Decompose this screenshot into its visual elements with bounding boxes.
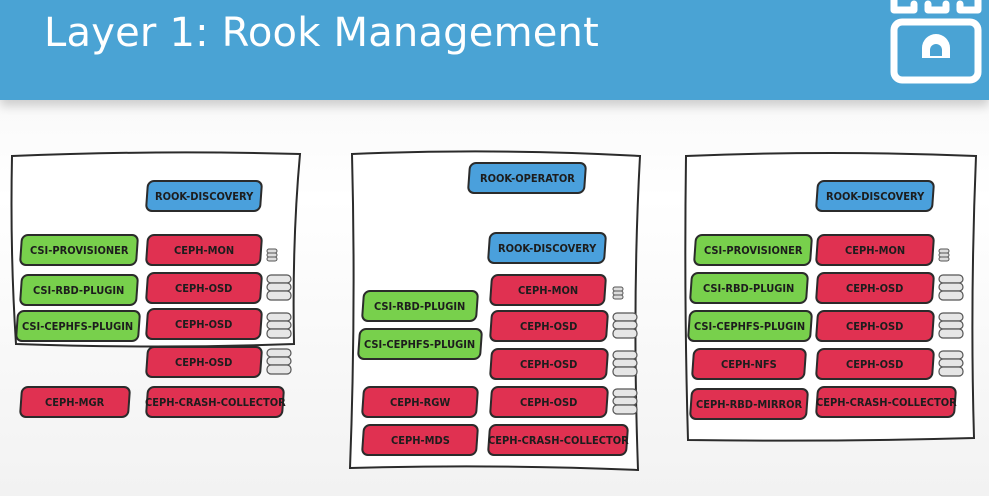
disk-icon [612, 388, 638, 415]
rook-logo-icon [890, 0, 982, 84]
pod-csi-provisioner[interactable]: CSI-PROVISIONER [18, 234, 140, 266]
pod-ceph-osd[interactable]: CEPH-OSD [814, 310, 936, 342]
disk-icon [612, 312, 638, 339]
pod-csi-cephfs-plugin[interactable]: CSI-CEPHFS-PLUGIN [686, 310, 814, 342]
pod-ceph-rgw[interactable]: CEPH-RGW [360, 386, 480, 418]
pod-ceph-crash-collector[interactable]: CEPH-CRASH-COLLECTOR [145, 386, 285, 418]
disk-icon [612, 350, 638, 377]
small-disk-icon [938, 248, 950, 262]
disk-icon [938, 312, 964, 339]
pod-rook-discovery[interactable]: ROOK-DISCOVERY [486, 232, 608, 264]
pod-ceph-nfs[interactable]: CEPH-NFS [690, 348, 808, 380]
pod-ceph-osd[interactable]: CEPH-OSD [488, 348, 610, 380]
pod-ceph-rbd-mirror[interactable]: CEPH-RBD-MIRROR [688, 388, 810, 420]
pod-ceph-osd[interactable]: CEPH-OSD [144, 308, 264, 340]
page-title: Layer 1: Rook Management [44, 10, 599, 56]
disk-icon [266, 274, 292, 301]
pod-rook-discovery[interactable]: ROOK-DISCOVERY [814, 180, 936, 212]
pod-csi-cephfs-plugin[interactable]: CSI-CEPHFS-PLUGIN [14, 310, 142, 342]
pod-ceph-crash-collector[interactable]: CEPH-CRASH-COLLECTOR [814, 386, 958, 418]
pod-rook-operator[interactable]: ROOK-OPERATOR [466, 162, 588, 194]
pod-ceph-osd[interactable]: CEPH-OSD [814, 348, 936, 380]
node-3: ROOK-DISCOVERY CSI-PROVISIONER CEPH-MON … [682, 152, 978, 448]
disk-icon [266, 312, 292, 339]
disk-icon [938, 274, 964, 301]
header-bar: Layer 1: Rook Management [0, 0, 989, 100]
pod-csi-rbd-plugin[interactable]: CSI-RBD-PLUGIN [360, 290, 480, 322]
pod-csi-rbd-plugin[interactable]: CSI-RBD-PLUGIN [18, 274, 140, 306]
pod-ceph-mgr[interactable]: CEPH-MGR [18, 386, 132, 418]
small-disk-icon [266, 248, 278, 262]
pod-csi-provisioner[interactable]: CSI-PROVISIONER [692, 234, 814, 266]
pod-ceph-osd[interactable]: CEPH-OSD [488, 310, 610, 342]
pod-ceph-crash-collector[interactable]: CEPH-CRASH-COLLECTOR [486, 424, 630, 456]
small-disk-icon [612, 286, 624, 300]
pod-ceph-mon[interactable]: CEPH-MON [488, 274, 608, 306]
pod-ceph-mds[interactable]: CEPH-MDS [360, 424, 480, 456]
pod-csi-rbd-plugin[interactable]: CSI-RBD-PLUGIN [688, 272, 810, 304]
disk-icon [938, 350, 964, 377]
pod-ceph-osd[interactable]: CEPH-OSD [144, 346, 264, 378]
pod-ceph-osd[interactable]: CEPH-OSD [814, 272, 936, 304]
disk-icon [266, 348, 292, 375]
pod-ceph-mon[interactable]: CEPH-MON [814, 234, 936, 266]
pod-ceph-mon[interactable]: CEPH-MON [144, 234, 264, 266]
pod-rook-discovery[interactable]: ROOK-DISCOVERY [144, 180, 264, 212]
node-1: ROOK-DISCOVERY CSI-PROVISIONER CEPH-MON … [8, 151, 302, 448]
pod-ceph-osd[interactable]: CEPH-OSD [144, 272, 264, 304]
pod-csi-cephfs-plugin[interactable]: CSI-CEPHFS-PLUGIN [356, 328, 484, 360]
pod-ceph-osd[interactable]: CEPH-OSD [488, 386, 610, 418]
node-2: ROOK-OPERATOR ROOK-DISCOVERY CEPH-MON CS… [346, 150, 642, 472]
